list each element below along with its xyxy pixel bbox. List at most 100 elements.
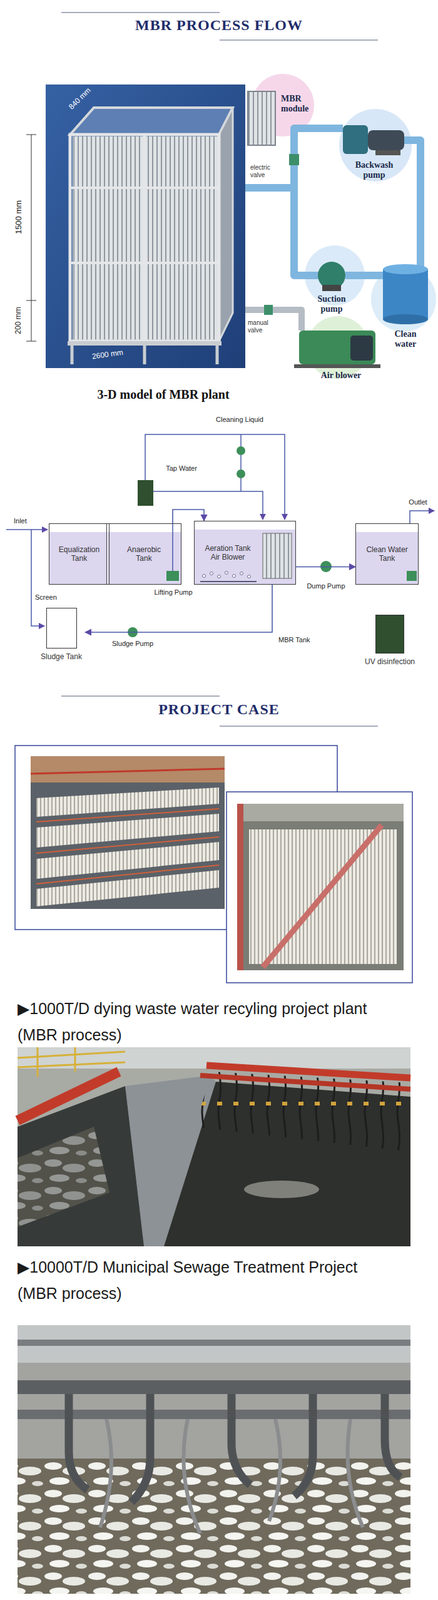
node-text: Aeration Tank Air Blower [200, 543, 256, 562]
plant-photo [244, 1180, 320, 1198]
membrane-photo [36, 869, 219, 907]
tank-water [107, 531, 181, 584]
pump-symbol [406, 570, 417, 581]
node-text: Clean Water Tank [361, 544, 413, 564]
heading-rule [219, 725, 378, 727]
tank-label: MBR Tank [278, 635, 311, 644]
plant-photo [384, 1393, 401, 1477]
mbr-3d-model [143, 345, 147, 365]
flow-pipe [145, 434, 285, 520]
mbr-3d-model [45, 84, 246, 368]
part-label: Air blower [320, 370, 362, 381]
node-text: UV disinfection [364, 657, 415, 666]
pump-label: Dump Pump [306, 581, 345, 591]
flow-pipe [6, 528, 48, 530]
pipe-connector [295, 566, 356, 568]
mbr-3d-model [70, 261, 219, 265]
dimension-line [26, 300, 37, 301]
water-pipe [404, 140, 421, 270]
mbr-3d-model [45, 84, 246, 368]
dimension-line [26, 341, 37, 342]
mbr-3d-model [143, 134, 147, 342]
flow-pipe [240, 434, 242, 492]
dimension-line [26, 134, 37, 342]
mbr-3d-model [70, 345, 74, 365]
equipment [367, 130, 405, 151]
mbr-module [262, 533, 292, 579]
dimension-line [26, 134, 37, 136]
plant-photo [17, 1379, 411, 1394]
equipment [382, 269, 428, 320]
part-label: Backwash pump [346, 160, 403, 181]
plant-photo [200, 1074, 411, 1089]
mbr-module [262, 533, 292, 579]
equipment [294, 364, 381, 368]
pipe-connector [85, 584, 273, 632]
flow-pipe [6, 434, 435, 626]
diffuser [200, 571, 257, 582]
membrane-photo [30, 768, 225, 774]
part-label: MBR module [280, 93, 320, 114]
membrane-photo [237, 803, 404, 970]
plant-photo [231, 1393, 251, 1485]
plant-photo [74, 1046, 77, 1072]
pump-label: Lifting Pump [153, 588, 193, 597]
dimension-line [31, 134, 32, 342]
plant-photo [131, 1393, 151, 1502]
diffuser [232, 574, 236, 578]
photo-caption: ▶1000T/D dying waste water recyling proj… [17, 994, 390, 1048]
diffuser [210, 571, 214, 576]
tank-outline [46, 607, 77, 649]
photo-frame [226, 791, 413, 983]
plant-photo [17, 1046, 411, 1246]
flow-pipe [153, 491, 263, 520]
plant-photo [17, 1324, 411, 1594]
plant-photo [68, 1393, 88, 1490]
plant-photo [17, 1061, 126, 1067]
diffuser [202, 574, 206, 578]
water-pipe [345, 271, 383, 280]
plant-photo [294, 1393, 313, 1496]
equipment [375, 150, 401, 156]
membrane-photo [30, 755, 225, 909]
node-text: Sludge Tank [40, 651, 82, 661]
pipe-label: Outlet [408, 498, 427, 507]
mbr-3d-model [215, 345, 219, 365]
pipe-label: Cleaning Liquid [215, 415, 264, 424]
uv-outline [375, 614, 405, 654]
plant-photo [17, 1324, 411, 1363]
equipment [247, 91, 276, 146]
plant-photo [17, 1071, 119, 1121]
page-title: MBR PROCESS FLOW [135, 16, 303, 35]
plant-photo [17, 1126, 110, 1227]
node-text: Equalization Tank [54, 544, 105, 564]
heading-rule [61, 12, 378, 726]
equipment [245, 91, 428, 368]
flow-pipe [31, 529, 45, 626]
heading-rule [219, 39, 378, 41]
pump-symbol [236, 446, 246, 455]
plant-photo [17, 1051, 126, 1058]
plant-photo [17, 1046, 411, 1246]
mbr-3d-model [70, 134, 219, 342]
tank-water [194, 529, 296, 584]
plant-photo [269, 1418, 281, 1521]
equipment [264, 304, 273, 315]
diffuser [225, 571, 229, 575]
mbr-3d-model [219, 107, 233, 342]
membrane-photo [237, 803, 244, 970]
highlight-bubble [339, 108, 412, 182]
water-pipe [245, 128, 343, 188]
figure-caption: 3-D model of MBR plant [96, 387, 230, 402]
diffuser [200, 580, 257, 582]
membrane-photo [36, 787, 219, 817]
membrane-photo [36, 813, 219, 848]
plant-photo [100, 1418, 363, 1533]
dimension-label: 1500 mm [14, 200, 24, 235]
mbr-3d-model [70, 107, 233, 135]
membrane-photo [36, 864, 219, 884]
membrane-photo [36, 808, 219, 822]
pipe-label: Inlet [13, 516, 27, 525]
heading-rule [61, 695, 220, 697]
